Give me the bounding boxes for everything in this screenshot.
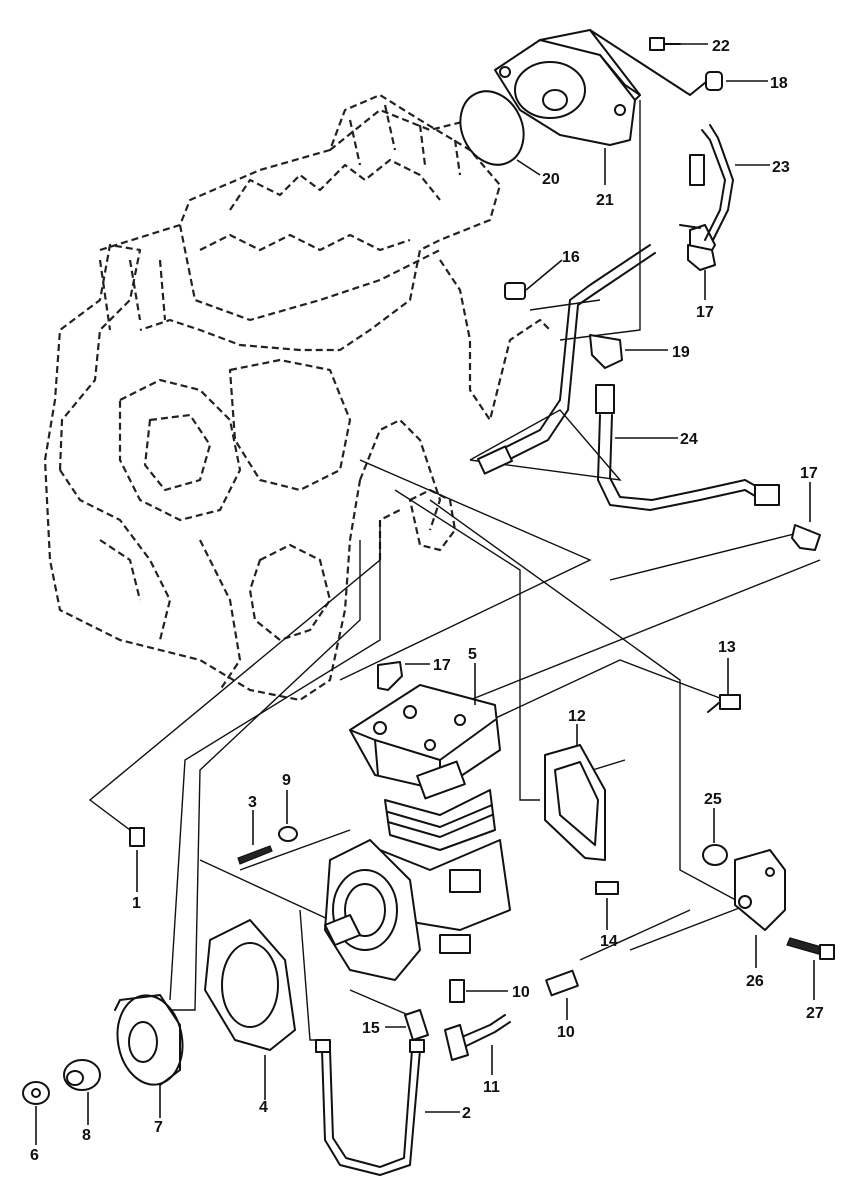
o-ring-25	[702, 844, 728, 866]
callout-20: 20	[542, 171, 560, 188]
callout-4: 4	[259, 1099, 268, 1116]
plug-18	[589, 29, 723, 96]
bolt-13	[707, 694, 741, 713]
engine-block-outline	[43, 93, 551, 702]
nut-6	[22, 1081, 50, 1105]
bolt-27	[786, 937, 835, 960]
fitting-10-right	[545, 969, 579, 997]
drive-gear	[114, 994, 184, 1086]
callout-18: 18	[770, 75, 788, 92]
air-compressor	[324, 684, 511, 981]
washer-9	[278, 826, 298, 842]
end-cover-26	[734, 849, 786, 931]
callout-15: 15	[362, 1020, 380, 1037]
fitting-15	[404, 1009, 429, 1041]
callout-10-lower: 10	[512, 984, 530, 1001]
callout-8: 8	[82, 1127, 91, 1144]
callout-14: 14	[600, 933, 618, 950]
callout-16: 16	[562, 249, 580, 266]
pipe-23	[679, 124, 734, 263]
callout-12: 12	[568, 708, 586, 725]
callout-7: 7	[154, 1119, 163, 1136]
hose-2	[315, 1039, 425, 1176]
fitting-10-lower	[449, 979, 465, 1003]
callout-2: 2	[462, 1105, 471, 1122]
fitting-1	[129, 827, 145, 847]
callout-1: 1	[132, 895, 141, 912]
callout-17-right: 17	[800, 465, 818, 482]
elbow-17-right	[791, 524, 821, 551]
callout-11: 11	[483, 1079, 500, 1096]
callout-17-top: 17	[696, 304, 714, 321]
flange-gasket	[204, 919, 296, 1051]
assembly-reference-lines	[88, 100, 821, 1041]
elbow-17-mid	[377, 661, 403, 691]
callout-24: 24	[680, 431, 698, 448]
elbow-17-top	[687, 244, 716, 271]
callout-labels: 22 18 20 21 23 16 17 19 24 17 17 5 13 12…	[30, 38, 824, 1164]
oil-feed-tube	[477, 244, 656, 475]
callout-3: 3	[248, 794, 257, 811]
callout-27: 27	[806, 1005, 824, 1022]
spacer-8	[63, 1059, 101, 1091]
callout-23: 23	[772, 159, 790, 176]
callout-6: 6	[30, 1147, 39, 1164]
callout-25: 25	[704, 791, 722, 808]
gasket-plate	[459, 90, 525, 166]
bolt-14	[595, 881, 619, 895]
tube-11	[444, 1014, 511, 1061]
callout-19: 19	[672, 344, 690, 361]
callout-17-mid: 17	[433, 657, 451, 674]
cover-plate-12	[544, 744, 606, 861]
compressor-mount-bracket	[494, 29, 641, 146]
callout-26: 26	[746, 973, 764, 990]
callout-leaders	[35, 43, 815, 1145]
callout-21: 21	[596, 192, 614, 209]
stud-3	[237, 845, 273, 865]
callout-5: 5	[468, 646, 477, 663]
callout-10-right: 10	[557, 1024, 575, 1041]
callout-9: 9	[282, 772, 291, 789]
pipe-24	[595, 384, 780, 511]
callout-13: 13	[718, 639, 736, 656]
callout-22: 22	[712, 38, 730, 55]
fitting-16	[504, 282, 526, 300]
elbow-19	[589, 334, 623, 369]
